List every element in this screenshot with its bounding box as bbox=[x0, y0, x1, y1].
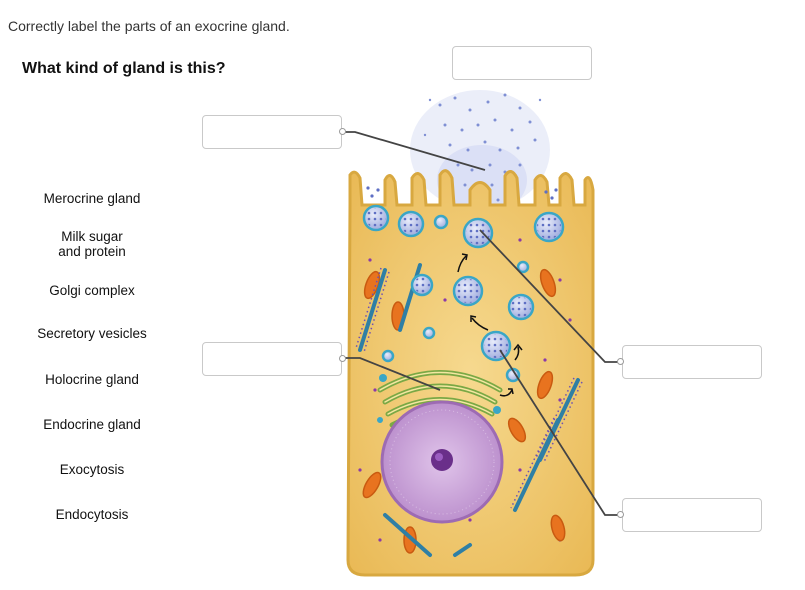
drop-target-secretion[interactable] bbox=[202, 115, 342, 149]
instruction-text: Correctly label the parts of an exocrine… bbox=[8, 18, 290, 34]
bank-item-holocrine-gland[interactable]: Holocrine gland bbox=[45, 372, 139, 387]
bank-item-milk-sugar-protein[interactable]: Milk sugar and protein bbox=[58, 229, 126, 259]
drop-connector-handle[interactable] bbox=[339, 355, 346, 362]
rough-er bbox=[358, 263, 580, 557]
bank-item-secretory-vesicles[interactable]: Secretory vesicles bbox=[37, 326, 147, 341]
bank-item-golgi-complex[interactable]: Golgi complex bbox=[49, 283, 135, 298]
transport-arrows bbox=[457, 253, 523, 397]
drop-target-golgi[interactable] bbox=[202, 342, 342, 376]
bank-item-merocrine-gland[interactable]: Merocrine gland bbox=[43, 191, 141, 206]
drop-connector-handle[interactable] bbox=[339, 128, 346, 135]
bank-item-endocrine-gland[interactable]: Endocrine gland bbox=[43, 417, 141, 432]
drop-target-exocytosis[interactable] bbox=[622, 345, 762, 379]
drop-connector-handle[interactable] bbox=[617, 511, 624, 518]
drop-target-vesicles[interactable] bbox=[622, 498, 762, 532]
drop-target-gland-type[interactable] bbox=[452, 46, 592, 80]
secretory-vesicles bbox=[362, 186, 565, 383]
drop-connector-handle[interactable] bbox=[617, 358, 624, 365]
leader-lines bbox=[345, 131, 620, 516]
bank-item-endocytosis[interactable]: Endocytosis bbox=[55, 507, 129, 522]
question-title: What kind of gland is this? bbox=[22, 60, 226, 77]
nucleus bbox=[380, 400, 504, 524]
bank-item-exocytosis[interactable]: Exocytosis bbox=[59, 462, 125, 477]
